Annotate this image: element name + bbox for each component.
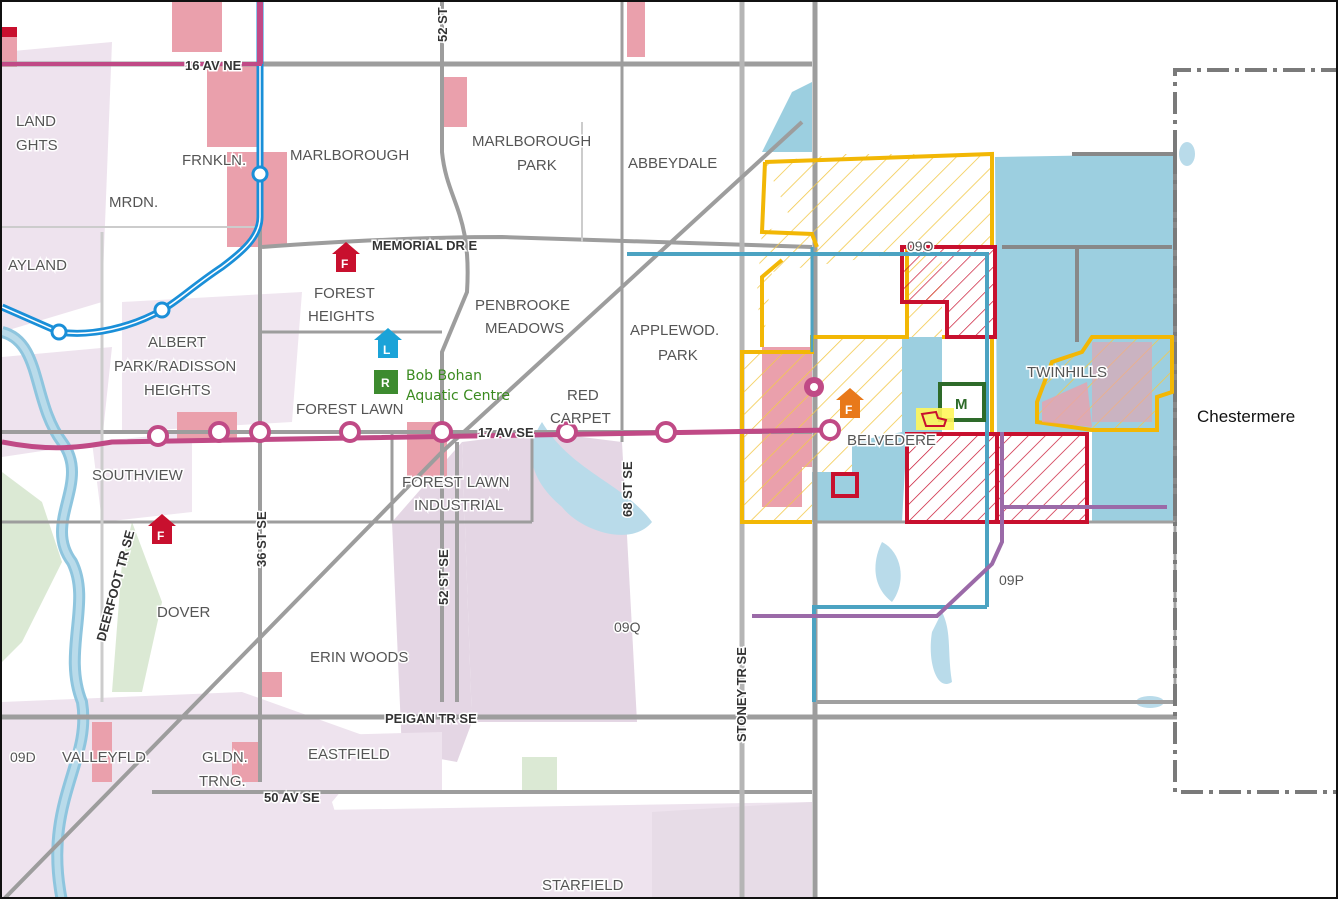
label-erin-woods: ERIN WOODS bbox=[310, 649, 408, 666]
road-label-52-st: 52 ST bbox=[435, 7, 450, 42]
label-marlborough-park-1: MARLBOROUGH bbox=[472, 133, 591, 150]
label-applewood-1: APPLEWOD. bbox=[630, 322, 719, 339]
road-label-peigan: PEIGAN TR SE bbox=[385, 711, 477, 726]
svg-text:R: R bbox=[381, 376, 390, 390]
label-marlborough-park-2: PARK bbox=[517, 157, 557, 174]
svg-text:F: F bbox=[157, 529, 164, 543]
road-label-36-st: 36 ST SE bbox=[254, 511, 269, 567]
label-dover: DOVER bbox=[157, 604, 211, 621]
area-09q: 09Q bbox=[614, 619, 641, 635]
label-gldn-1: GLDN. bbox=[202, 749, 248, 766]
label-mrdn: MRDN. bbox=[109, 194, 158, 211]
label-albert-3: HEIGHTS bbox=[144, 382, 211, 399]
label-starfield: STARFIELD bbox=[542, 877, 624, 894]
road-label-68-st: 68 ST SE bbox=[620, 461, 635, 517]
label-fl-industrial-1: FOREST LAWN bbox=[402, 474, 510, 491]
label-land: LAND bbox=[16, 113, 56, 130]
label-ayland: AYLAND bbox=[8, 257, 67, 274]
area-09p: 09P bbox=[999, 572, 1024, 588]
label-red-carpet-2: CARPET bbox=[550, 410, 611, 427]
label-applewood-2: PARK bbox=[658, 347, 698, 364]
bow-river bbox=[2, 326, 90, 897]
svg-text:F: F bbox=[341, 257, 348, 271]
brt-line bbox=[2, 2, 841, 451]
svg-text:L: L bbox=[383, 343, 390, 357]
label-marlborough: MARLBOROUGH bbox=[290, 147, 409, 164]
road-label-52-st-se: 52 ST SE bbox=[436, 549, 451, 605]
growth-area-red bbox=[831, 245, 1089, 524]
chestermere-label: Chestermere bbox=[1197, 407, 1295, 426]
label-red-carpet-1: RED bbox=[567, 387, 599, 404]
label-belvedere: BELVEDERE bbox=[847, 432, 936, 449]
label-eastfield: EASTFIELD bbox=[308, 746, 390, 763]
facility-name-2: Aquatic Centre bbox=[406, 388, 510, 404]
area-09d: 09D bbox=[10, 749, 36, 765]
label-gldn-2: TRNG. bbox=[199, 773, 246, 790]
label-forest-heights-2: HEIGHTS bbox=[308, 308, 375, 325]
parcel-marker bbox=[916, 408, 954, 430]
facility-name-1: Bob Bohan bbox=[406, 368, 482, 384]
road-label-16-av: 16 AV NE bbox=[185, 58, 242, 73]
label-albert-1: ALBERT bbox=[148, 334, 206, 351]
fire-icon[interactable]: F bbox=[836, 388, 864, 418]
community-labels: LAND GHTS FRNKLN. MARLBOROUGH MARLBOROUG… bbox=[7, 112, 1109, 896]
recreation-icon[interactable]: R bbox=[374, 370, 398, 394]
utility-lines bbox=[627, 247, 1167, 702]
label-forest-heights-1: FOREST bbox=[314, 285, 375, 302]
area-labels: 09O 09P 09Q 09D bbox=[9, 237, 1026, 767]
label-fl-industrial-2: INDUSTRIAL bbox=[414, 497, 503, 514]
label-abbeydale: ABBEYDALE bbox=[628, 155, 717, 172]
road-label-memorial: MEMORIAL DR E bbox=[372, 238, 478, 253]
green-line-lrt bbox=[2, 2, 269, 341]
label-frankln: FRNKLN. bbox=[182, 152, 246, 169]
svg-text:F: F bbox=[845, 403, 852, 417]
road-label-50-av: 50 AV SE bbox=[264, 790, 320, 805]
fire-icon[interactable]: F bbox=[148, 514, 176, 544]
label-forest-lawn: FOREST LAWN bbox=[296, 401, 404, 418]
city-limit-boundary bbox=[1173, 68, 1336, 794]
label-southview: SOUTHVIEW bbox=[92, 467, 184, 484]
road-label-stoney: STONEY TR SE bbox=[734, 647, 749, 742]
fire-icon[interactable]: F bbox=[332, 242, 360, 272]
label-penbrooke-1: PENBROOKE bbox=[475, 297, 570, 314]
label-heights-nw: GHTS bbox=[16, 137, 58, 154]
land-use-layer bbox=[2, 2, 812, 897]
label-twinhills: TWINHILLS bbox=[1027, 364, 1107, 381]
label-penbrooke-2: MEADOWS bbox=[485, 320, 564, 337]
library-icon[interactable]: L bbox=[374, 328, 402, 358]
label-albert-2: PARK/RADISSON bbox=[114, 358, 236, 375]
svg-text:M: M bbox=[955, 396, 968, 413]
area-09o: 09O bbox=[907, 238, 934, 254]
road-label-17-av: 17 AV SE bbox=[478, 425, 534, 440]
label-valleyfld: VALLEYFLD. bbox=[62, 749, 150, 766]
